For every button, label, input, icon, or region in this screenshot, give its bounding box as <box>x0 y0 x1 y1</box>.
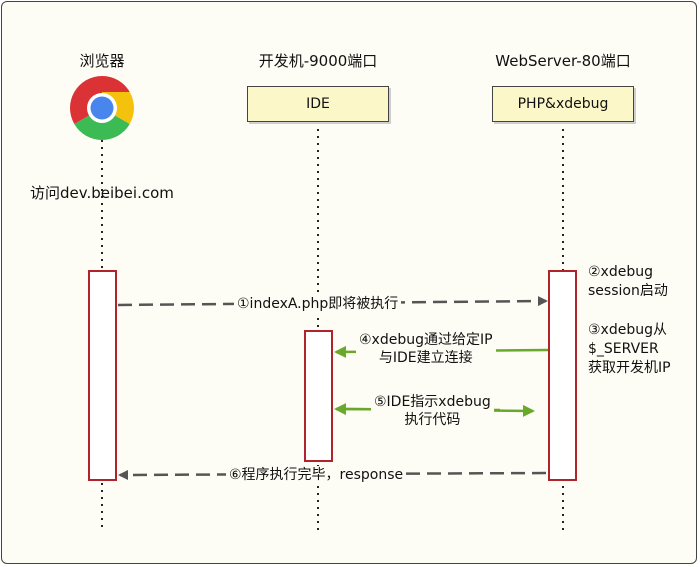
browser-title: 浏览器 <box>79 52 125 70</box>
php-xdebug-box: PHP&xdebug <box>492 86 634 122</box>
ide-activation <box>304 330 333 462</box>
webserver-title: WebServer-80端口 <box>495 52 631 70</box>
note-2: ②xdebug session启动 <box>588 263 668 301</box>
message-4-line-1: ④xdebug通过给定IP <box>359 332 493 348</box>
message-5-line-1: ⑤IDE指示xdebug <box>374 394 491 410</box>
ide-box: IDE <box>247 86 389 122</box>
browser-caption: 访问dev.beibei.com <box>30 184 174 202</box>
note-3-line-2: $_SERVER <box>588 341 659 357</box>
browser-activation <box>88 270 117 481</box>
message-4-line-2: 与IDE建立连接 <box>378 350 473 366</box>
message-4-label: ④xdebug通过给定IP 与IDE建立连接 <box>356 331 496 367</box>
ide-title: 开发机-9000端口 <box>258 52 378 70</box>
message-5-label: ⑤IDE指示xdebug 执行代码 <box>371 393 494 429</box>
chrome-icon <box>70 76 134 140</box>
note-3: ③xdebug从 $_SERVER 获取开发机IP <box>588 321 671 378</box>
note-3-line-3: 获取开发机IP <box>588 360 671 376</box>
message-6-label: ⑥程序执行完毕，response <box>226 466 407 484</box>
note-2-line-2: session启动 <box>588 283 668 299</box>
note-3-line-1: ③xdebug从 <box>588 322 667 338</box>
webserver-activation <box>548 270 577 481</box>
note-2-line-1: ②xdebug <box>588 264 653 280</box>
message-1-label: ①indexA.php即将被执行 <box>234 295 402 313</box>
message-5-line-2: 执行代码 <box>404 412 461 428</box>
